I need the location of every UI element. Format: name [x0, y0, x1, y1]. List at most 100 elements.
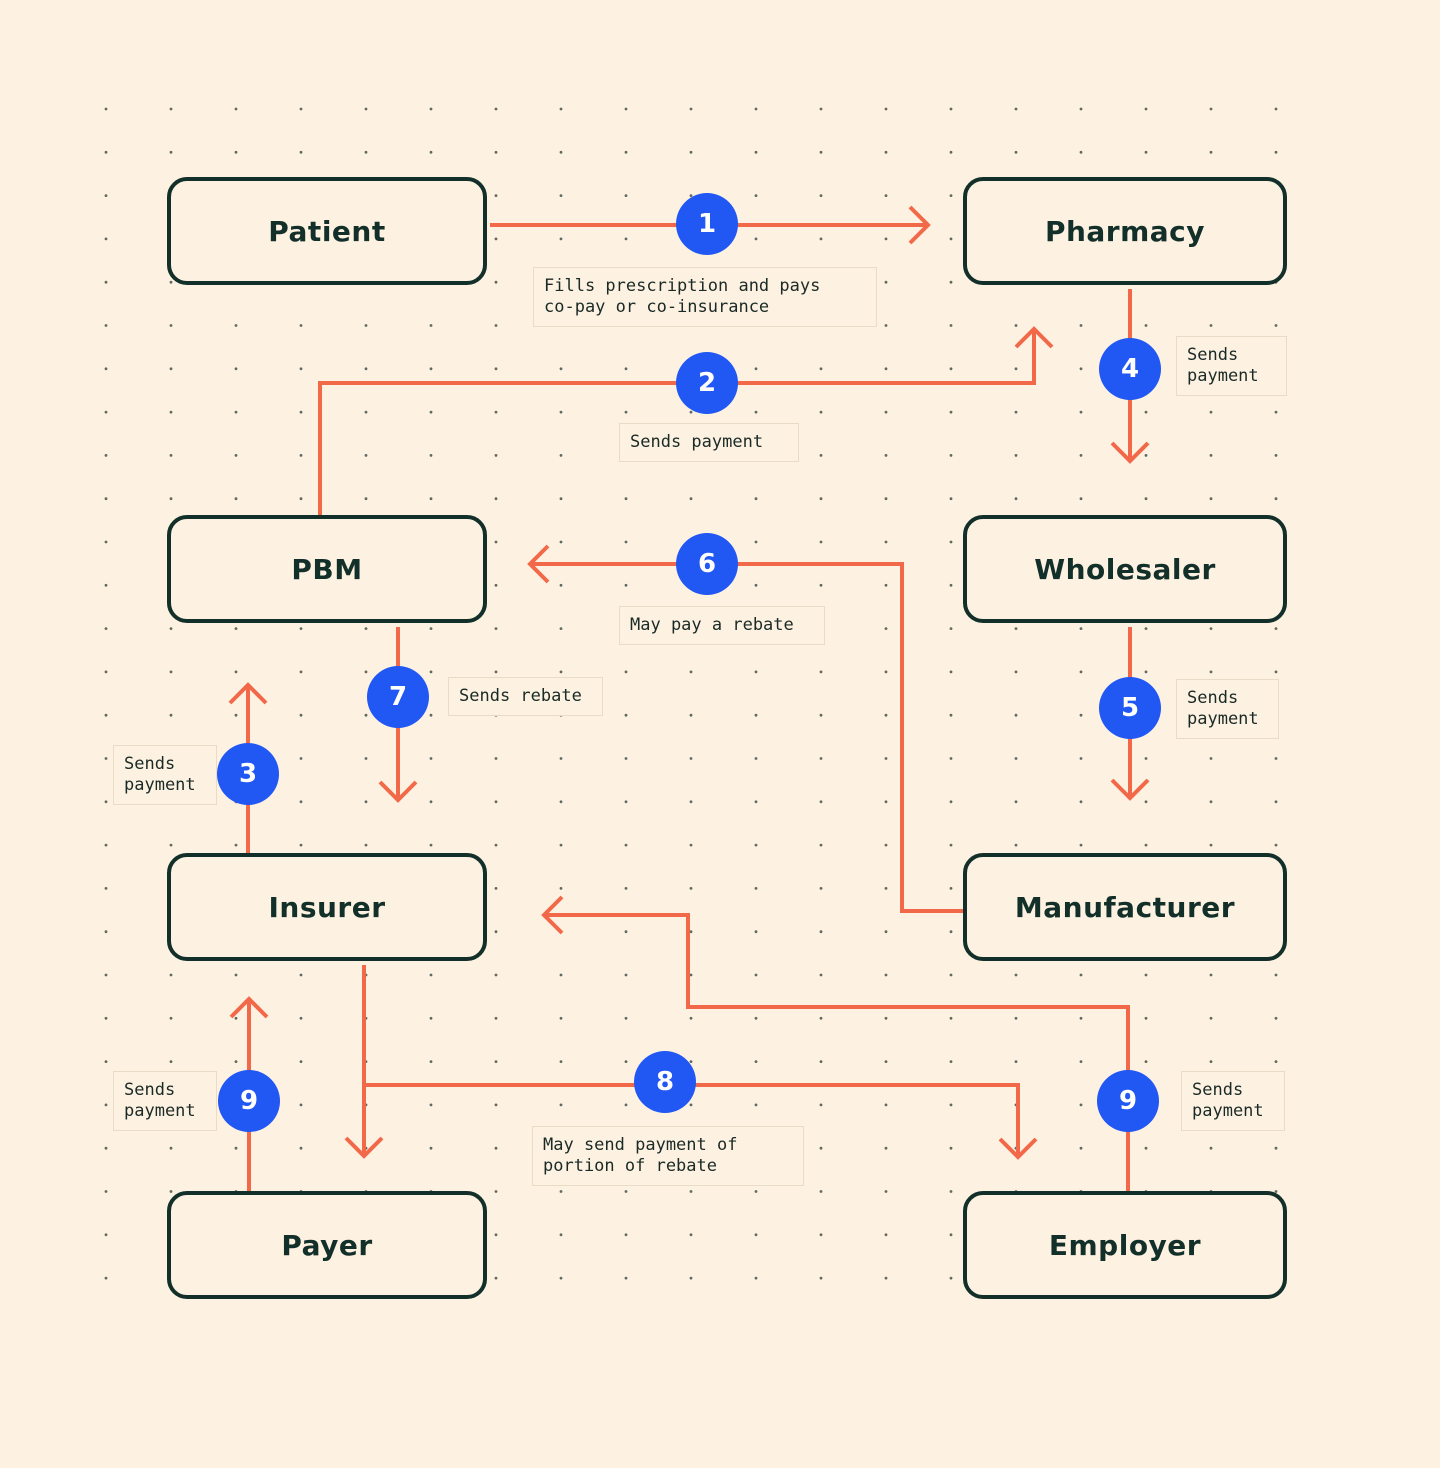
grid-dot	[559, 1276, 563, 1280]
node-patient: Patient	[167, 177, 487, 285]
grid-dot	[884, 1190, 888, 1193]
grid-dot	[104, 454, 108, 457]
grid-dot	[364, 800, 368, 804]
grid-dot	[624, 194, 628, 198]
grid-dot	[884, 1146, 888, 1150]
grid-dot	[494, 324, 498, 327]
grid-dot	[364, 454, 368, 457]
arrowhead-pharmacy-from-pbm	[1014, 326, 1054, 349]
grid-dot	[559, 843, 563, 847]
grid-dot	[1209, 410, 1213, 414]
grid-dot	[624, 540, 628, 544]
grid-dot	[1144, 410, 1148, 414]
grid-dot	[234, 107, 238, 111]
grid-dot	[104, 1060, 108, 1063]
grid-dot	[559, 454, 563, 457]
grid-dot	[364, 627, 368, 630]
grid-dot	[429, 367, 433, 371]
grid-dot	[689, 670, 693, 674]
grid-dot	[1014, 843, 1018, 847]
grid-dot	[494, 237, 498, 241]
grid-dot	[754, 973, 758, 977]
grid-dot	[169, 497, 173, 501]
edge-insurer-to-employer	[364, 1083, 1020, 1155]
node-employer: Employer	[963, 1191, 1287, 1299]
grid-dot	[559, 1060, 563, 1063]
grid-dot	[884, 367, 888, 371]
grid-dot	[1274, 800, 1278, 804]
grid-dot	[169, 367, 173, 371]
grid-dot	[299, 324, 303, 327]
grid-dot	[494, 540, 498, 544]
grid-dot	[949, 713, 953, 717]
grid-dot	[689, 410, 693, 414]
grid-dot	[819, 800, 823, 804]
grid-dot	[884, 843, 888, 847]
grid-dot	[624, 410, 628, 414]
grid-dot	[884, 410, 888, 414]
grid-dot	[884, 194, 888, 198]
grid-dot	[754, 194, 758, 198]
grid-dot	[624, 800, 628, 804]
grid-dot	[1209, 843, 1213, 847]
grid-dot	[104, 410, 108, 414]
grid-dot	[169, 1146, 173, 1150]
grid-dot	[689, 1103, 693, 1107]
grid-dot	[104, 540, 108, 544]
grid-dot	[1079, 713, 1083, 717]
grid-dot	[884, 670, 888, 674]
grid-dot	[559, 367, 563, 371]
grid-dot	[429, 324, 433, 327]
grid-dot	[754, 540, 758, 544]
grid-dot	[689, 1060, 693, 1063]
grid-dot	[364, 324, 368, 327]
grid-dot	[819, 757, 823, 760]
grid-dot	[104, 1146, 108, 1150]
grid-dot	[754, 1233, 758, 1237]
grid-dot	[234, 843, 238, 847]
grid-dot	[1144, 150, 1148, 154]
grid-dot	[754, 410, 758, 414]
grid-dot	[1079, 1060, 1083, 1063]
grid-dot	[819, 107, 823, 111]
grid-dot	[364, 107, 368, 111]
step-2-label: Sends payment	[619, 423, 799, 462]
grid-dot	[104, 237, 108, 241]
grid-dot	[299, 1146, 303, 1150]
grid-dot	[1079, 1146, 1083, 1150]
grid-dot	[234, 670, 238, 674]
grid-dot	[949, 800, 953, 804]
grid-dot	[104, 367, 108, 371]
step-1-label: Fills prescription and pays co-pay or co…	[533, 267, 877, 327]
grid-dot	[624, 670, 628, 674]
grid-dot	[949, 973, 953, 977]
grid-dot	[754, 757, 758, 760]
grid-dot	[299, 497, 303, 501]
grid-dot	[1079, 973, 1083, 977]
grid-dot	[689, 713, 693, 717]
grid-dot	[624, 583, 628, 587]
grid-dot	[1014, 497, 1018, 501]
grid-dot	[949, 1016, 953, 1020]
grid-dot	[559, 1233, 563, 1237]
grid-dot	[1274, 150, 1278, 154]
grid-dot	[234, 713, 238, 717]
grid-dot	[754, 497, 758, 501]
grid-dot	[624, 843, 628, 847]
grid-dot	[494, 583, 498, 587]
grid-dot	[1014, 757, 1018, 760]
grid-dot	[884, 800, 888, 804]
grid-dot	[1014, 1060, 1018, 1063]
grid-dot	[559, 1190, 563, 1193]
grid-dot	[689, 1190, 693, 1193]
step-8-badge: 8	[634, 1051, 696, 1113]
grid-dot	[299, 367, 303, 371]
grid-dot	[559, 237, 563, 241]
grid-dot	[884, 324, 888, 327]
grid-dot	[494, 150, 498, 154]
step-7-badge: 7	[367, 666, 429, 728]
grid-dot	[559, 194, 563, 198]
grid-dot	[1014, 973, 1018, 977]
grid-dot	[949, 757, 953, 760]
grid-dot	[169, 324, 173, 327]
